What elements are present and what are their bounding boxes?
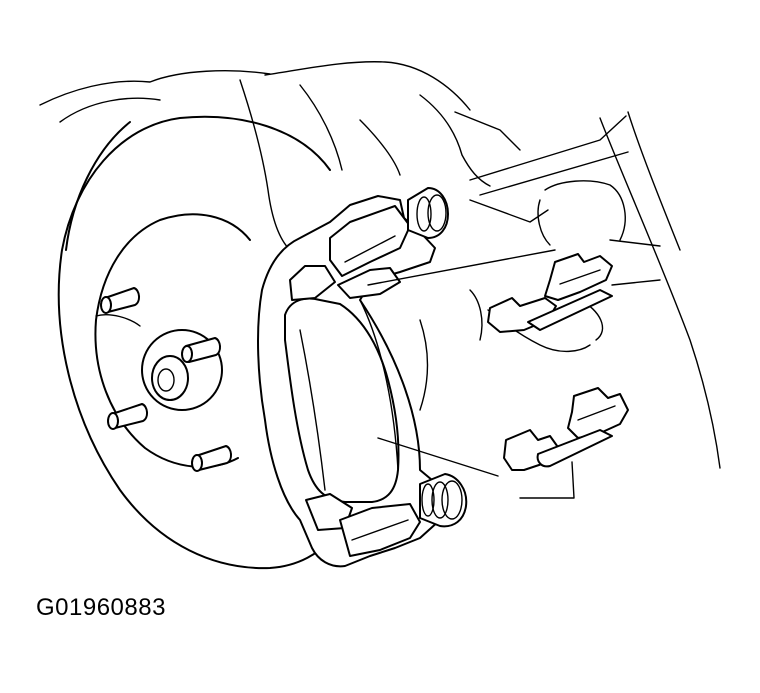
leader-lines: [367, 249, 575, 499]
lower-anti-rattle-clip: [503, 387, 629, 471]
brake-rotor: [57, 115, 331, 570]
upper-anti-rattle-clip: [487, 253, 613, 333]
caliper-bracket: [257, 187, 468, 568]
figure-code: G01960883: [36, 594, 166, 621]
